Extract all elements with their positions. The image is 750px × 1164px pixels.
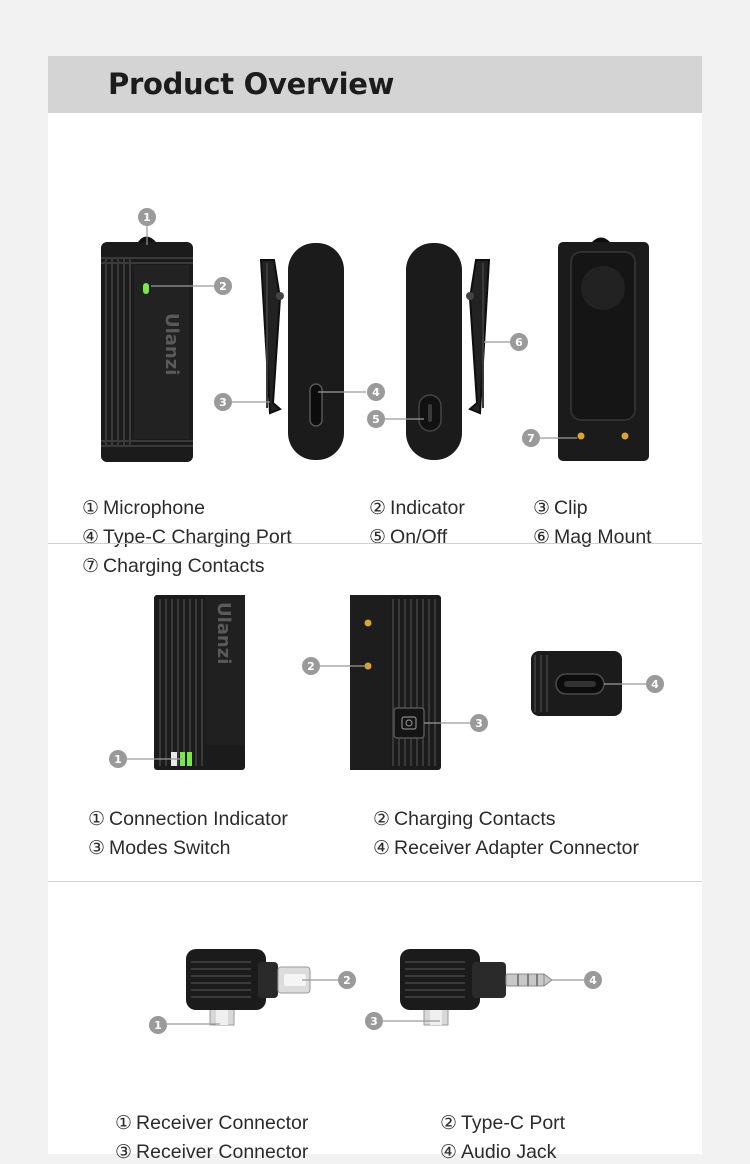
header-bar: Product Overview xyxy=(48,56,702,113)
marker-label: 5 xyxy=(372,413,380,426)
brand-logo: Ulanzi xyxy=(161,313,182,375)
marker-label: 4 xyxy=(372,386,380,399)
marker-4 xyxy=(646,675,664,693)
marker-5 xyxy=(367,410,385,428)
type-c-port-icon xyxy=(309,383,323,427)
marker-label: 2 xyxy=(219,280,227,293)
marker-label: 3 xyxy=(219,396,227,409)
receiver-front-image: Ulanzi xyxy=(154,595,245,770)
transmitter-section: Ulanzi xyxy=(48,113,702,577)
transmitter-side-clip-image xyxy=(259,243,344,460)
marker-1 xyxy=(109,750,127,768)
receiver-diagram: Ulanzi xyxy=(109,595,664,770)
marker-label: 4 xyxy=(589,974,597,987)
marker-3 xyxy=(214,393,232,411)
marker-label: 7 xyxy=(527,432,535,445)
marker-7 xyxy=(522,429,540,447)
marker-label: 2 xyxy=(343,974,351,987)
marker-1 xyxy=(149,1016,167,1034)
marker-1 xyxy=(138,208,156,226)
receiver-back-image xyxy=(350,595,441,770)
marker-label: 1 xyxy=(143,211,151,224)
connector-diagram: 1 2 3 4 xyxy=(149,949,602,1034)
indicator-led-icon xyxy=(143,283,149,294)
audio-jack-connector-image xyxy=(400,949,553,1026)
mode-switch-icon xyxy=(393,707,425,739)
marker-3 xyxy=(470,714,488,732)
marker-label: 4 xyxy=(651,678,659,691)
marker-label: 3 xyxy=(475,717,483,730)
marker-4 xyxy=(584,971,602,989)
transmitter-side-switch-image xyxy=(406,243,491,460)
transmitter-diagram: Ulanzi xyxy=(101,208,649,462)
marker-2 xyxy=(338,971,356,989)
transmitter-back-image xyxy=(558,237,649,461)
receiver-section: Ulanzi xyxy=(48,544,702,881)
product-overview-card: Product Overview xyxy=(48,56,702,1163)
marker-6 xyxy=(510,333,528,351)
brand-logo: Ulanzi xyxy=(213,602,234,664)
page-title: Product Overview xyxy=(108,67,395,101)
section-divider xyxy=(48,543,702,544)
marker-label: 1 xyxy=(114,753,122,766)
section-divider xyxy=(48,881,702,882)
charging-contact-icon xyxy=(577,432,585,440)
marker-3 xyxy=(365,1012,383,1030)
audio-jack-plug-icon xyxy=(505,973,545,987)
marker-label: 1 xyxy=(154,1019,162,1032)
marker-label: 6 xyxy=(515,336,523,349)
charging-contact-icon xyxy=(364,619,372,627)
marker-label: 2 xyxy=(307,660,315,673)
charging-contact-icon xyxy=(621,432,629,440)
type-c-connector-image xyxy=(186,949,311,1026)
marker-4 xyxy=(367,383,385,401)
transmitter-front-image: Ulanzi xyxy=(101,236,193,462)
marker-2 xyxy=(302,657,320,675)
receiver-adapter-image xyxy=(531,651,622,716)
marker-2 xyxy=(214,277,232,295)
marker-label: 3 xyxy=(370,1015,378,1028)
